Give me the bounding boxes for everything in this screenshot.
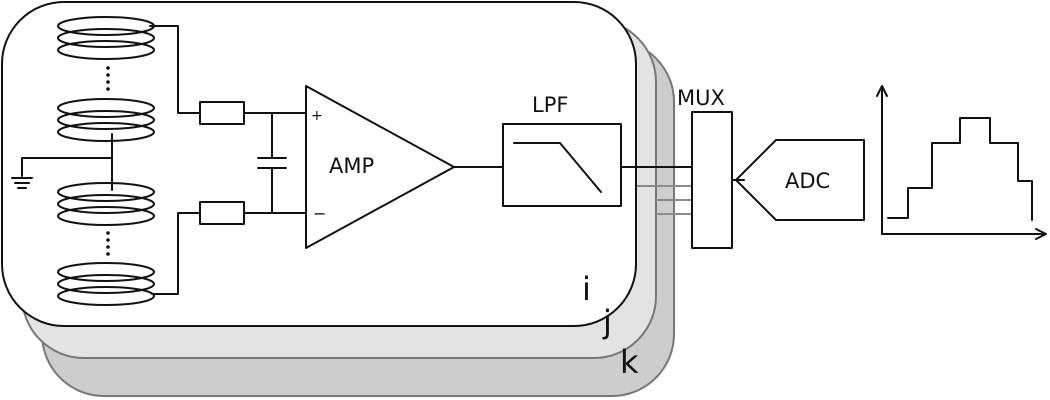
adc-label: ADC <box>785 169 830 193</box>
coil-icon <box>57 110 155 130</box>
other-channel-wires <box>636 185 692 215</box>
multiplexer <box>691 111 733 249</box>
amp-plus-label: + <box>311 108 323 124</box>
pickup-coils <box>57 16 155 306</box>
coil-icon <box>57 286 155 306</box>
ground-icon <box>11 177 33 189</box>
amp-label: AMP <box>329 154 374 178</box>
adc <box>735 139 865 221</box>
low-pass-filter <box>502 123 622 207</box>
lpf-label: LPF <box>532 93 568 117</box>
coil-icon <box>57 262 155 282</box>
coil-icon <box>57 194 155 214</box>
coil-icon <box>57 98 155 118</box>
input-wiring <box>243 112 307 214</box>
capacitor-icon <box>257 157 287 169</box>
coil-icon <box>57 122 155 142</box>
channel-j-label: j <box>602 303 612 341</box>
coil-ellipsis-dots <box>106 66 110 256</box>
mux-label: MUX <box>677 86 725 110</box>
coil-icon <box>57 182 155 202</box>
amp-minus-label: − <box>313 204 326 223</box>
coil-icon <box>57 28 155 48</box>
channel-panel-i <box>1 1 637 327</box>
amplifier <box>305 85 455 249</box>
channel-k-label: k <box>620 343 639 381</box>
lpf-response-icon <box>513 142 602 193</box>
coil-icon <box>57 206 155 226</box>
channel-i-label: i <box>582 270 591 308</box>
coil-icon <box>57 274 155 294</box>
coil-wiring <box>21 25 201 295</box>
coil-icon <box>57 40 155 60</box>
step-plot-icon <box>876 85 1047 240</box>
